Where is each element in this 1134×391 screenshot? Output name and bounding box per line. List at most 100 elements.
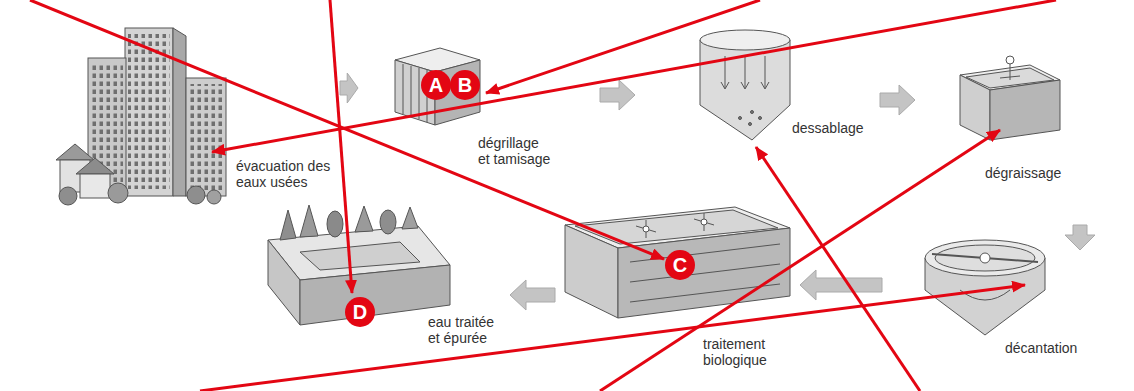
flow-arrow bbox=[510, 280, 555, 310]
callout-letter: B bbox=[450, 70, 480, 100]
grit-chamber-illustration bbox=[700, 30, 790, 140]
stage-ellipse: dégraissage bbox=[915, 45, 1127, 225]
stage-ellipse-fill bbox=[555, 210, 800, 382]
callout-holder: D bbox=[345, 297, 375, 327]
leader-line bbox=[200, 285, 1025, 391]
buildings-illustration bbox=[187, 186, 205, 204]
landscape-illustration bbox=[402, 207, 418, 229]
callout-holder: C bbox=[665, 250, 695, 280]
buildings-illustration bbox=[125, 28, 173, 196]
buildings-illustration bbox=[173, 28, 186, 196]
buildings-illustration bbox=[56, 144, 94, 160]
buildings-illustration bbox=[59, 187, 77, 205]
buildings-illustration bbox=[80, 174, 110, 198]
grit-chamber-illustration bbox=[741, 82, 749, 89]
flow-arrow bbox=[340, 73, 358, 103]
stage-label-holder: dégrillage et tamisage bbox=[478, 135, 553, 167]
buildings-illustration bbox=[186, 78, 226, 196]
screen-box-illustration bbox=[419, 68, 420, 119]
rotor bbox=[701, 219, 707, 225]
stage-label: dégraissage bbox=[985, 165, 1061, 181]
stage-ellipse-shape bbox=[915, 45, 1127, 225]
stage-label-holder: dégraissage bbox=[985, 165, 1061, 181]
grit-chamber-illustration bbox=[751, 111, 754, 114]
stage-label-holder: eau traitée et épurée bbox=[428, 314, 503, 346]
stage-ellipse-fill bbox=[882, 250, 1127, 383]
flow-arrow bbox=[880, 85, 915, 115]
grit-chamber-illustration bbox=[749, 123, 752, 126]
callout-letter: C bbox=[665, 250, 695, 280]
stage-ellipse: dessablage bbox=[635, 28, 880, 176]
stage-ellipse: décantation bbox=[882, 250, 1127, 383]
stage-ellipse: évacuation des eaux usées bbox=[5, 40, 340, 212]
grit-chamber-illustration bbox=[739, 117, 742, 120]
settling-tank-illustration bbox=[932, 254, 1038, 262]
stage-label: eau traitée et épurée bbox=[428, 314, 503, 346]
buildings-illustration bbox=[108, 183, 128, 203]
landscape-illustration bbox=[268, 240, 300, 325]
grit-chamber-illustration bbox=[721, 82, 729, 89]
stage-ellipse-shape bbox=[635, 28, 880, 176]
callout-holder: B bbox=[450, 70, 480, 100]
grit-chamber-illustration bbox=[759, 117, 762, 120]
buildings-illustration bbox=[189, 84, 223, 190]
leader-line bbox=[212, 0, 1056, 152]
landscape-illustration bbox=[355, 206, 373, 232]
landscape-illustration bbox=[380, 210, 396, 234]
grit-chamber-illustration bbox=[745, 56, 746, 88]
landscape-illustration bbox=[300, 242, 420, 270]
stage-label-holder: décantation bbox=[1005, 340, 1077, 356]
aeration-basin-illustration bbox=[630, 264, 780, 282]
rotor bbox=[636, 213, 714, 238]
screen-box-illustration bbox=[403, 64, 404, 114]
stage-ellipse-fill bbox=[358, 50, 600, 205]
landscape-illustration bbox=[300, 265, 450, 325]
landscape-illustration bbox=[280, 210, 296, 240]
grit-chamber-illustration bbox=[700, 30, 790, 50]
settling-tank-illustration bbox=[980, 253, 990, 263]
buildings-illustration bbox=[56, 28, 226, 205]
stage-ellipse-shape bbox=[882, 250, 1127, 383]
buildings-illustration bbox=[128, 34, 170, 189]
rotor bbox=[636, 226, 656, 232]
stage-ellipse-fill bbox=[915, 45, 1127, 225]
callout-letter: D bbox=[345, 297, 375, 327]
aeration-basin-illustration bbox=[618, 228, 790, 318]
flow-arrow bbox=[600, 80, 635, 110]
buildings-illustration bbox=[76, 158, 114, 174]
stage-ellipse-fill bbox=[230, 210, 510, 378]
landscape-illustration bbox=[300, 205, 318, 237]
leader-line bbox=[330, 0, 352, 293]
aeration-basin-illustration bbox=[565, 225, 618, 318]
stage-label-holder: dessablage bbox=[792, 120, 864, 136]
screen-box-illustration bbox=[395, 48, 480, 125]
grit-chamber-illustration bbox=[761, 82, 769, 89]
settling-tank-illustration bbox=[935, 245, 1035, 271]
stage-label: évacuation des eaux usées bbox=[236, 158, 336, 190]
settling-tank-illustration bbox=[925, 240, 1045, 276]
stage-ellipse: eau traitée et épurée bbox=[230, 210, 510, 378]
aeration-basin-illustration bbox=[565, 207, 790, 318]
rotor bbox=[694, 219, 714, 225]
grease-tank-illustration bbox=[1006, 56, 1014, 64]
stage-ellipse: dégrillage et tamisage bbox=[358, 50, 600, 205]
grit-chamber-illustration bbox=[765, 56, 766, 88]
rotor bbox=[643, 226, 649, 232]
screen-box-illustration bbox=[411, 66, 412, 117]
stage-label: dégrillage et tamisage bbox=[478, 135, 553, 167]
stage-ellipse-fill bbox=[5, 40, 340, 212]
stage-ellipse: traitement biologique bbox=[555, 210, 800, 382]
stage-ellipse-fill bbox=[635, 28, 880, 176]
landscape-illustration bbox=[327, 211, 343, 237]
leader-line bbox=[30, 0, 1056, 391]
leader-line bbox=[600, 130, 1000, 391]
settling-tank-illustration bbox=[925, 240, 1045, 335]
stage-ellipse-shape bbox=[230, 210, 510, 378]
stage-label: traitement biologique bbox=[703, 336, 778, 368]
callout-holder: A bbox=[421, 70, 451, 100]
leader-line bbox=[756, 147, 920, 391]
flow-arrow bbox=[1065, 225, 1095, 250]
stage-label-holder: traitement biologique bbox=[703, 336, 778, 368]
